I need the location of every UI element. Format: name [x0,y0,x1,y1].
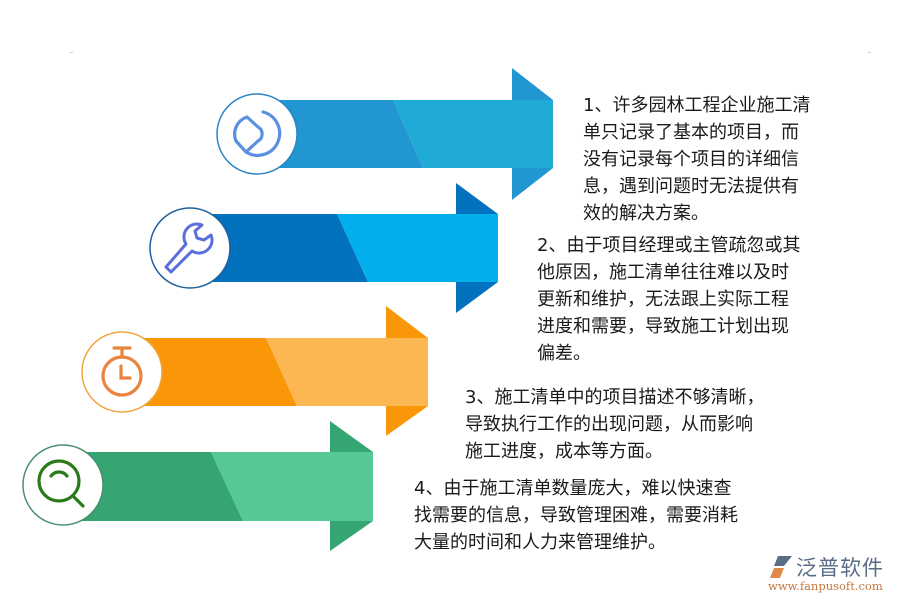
pie-chart-icon [233,110,282,157]
item-2-line: 进度和需要，导致施工计划出现 [537,316,789,337]
watermark-name: 泛普软件 [796,556,884,580]
corner-mark [70,52,73,53]
item-4-line: 找需要的信息，导致管理困难，需要消耗 [414,505,738,526]
watermark-url: www.fanpusoft.com [768,579,883,593]
item-1-line: 息，遇到问题时无法提供有 [583,176,799,197]
item-2-line: 偏差。 [537,343,591,364]
item-2-text: 2、由于项目经理或主管疏忽或其 他原因，施工清单往往难以及时 更新和维护，无法跟… [537,232,857,367]
item-1-text: 1、许多园林工程企业施工清 单只记录了基本的项目，而 没有记录每个项目的详细信 … [583,92,863,227]
item-2-line: 2、由于项目经理或主管疏忽或其 [537,235,801,256]
wrench-icon [164,222,214,274]
arrow-3 [81,306,428,436]
watermark-logo: 泛普软件 www.fanpusoft.com [768,552,898,596]
item-3-line: 导致执行工作的出现问题，从而影响 [465,414,753,435]
corner-mark [868,52,871,53]
item-4-line: 大量的时间和人力来管理维护。 [414,532,666,553]
search-icon [37,459,85,508]
item-1-line: 没有记录每个项目的详细信 [583,149,799,170]
item-4-line: 4、由于施工清单数量庞大，难以快速查 [414,478,732,499]
fanpu-logo-icon [770,556,792,578]
arrow-2 [149,183,498,313]
stopwatch-icon [101,346,143,397]
item-3-line: 3、施工清单中的项目描述不够清晰， [465,387,765,408]
item-1-line: 单只记录了基本的项目，而 [583,122,799,143]
arrow-4 [22,421,373,551]
item-2-line: 更新和维护，无法跟上实际工程 [537,289,789,310]
item-3-line: 施工进度，成本等方面。 [465,441,663,462]
item-3-text: 3、施工清单中的项目描述不够清晰， 导致执行工作的出现问题，从而影响 施工进度，… [465,384,845,465]
item-1-line: 效的解决方案。 [583,203,709,224]
item-4-text: 4、由于施工清单数量庞大，难以快速查 找需要的信息，导致管理困难，需要消耗 大量… [414,475,804,556]
arrow-1 [216,68,553,200]
item-2-line: 他原因，施工清单往往难以及时 [537,262,789,283]
item-1-line: 1、许多园林工程企业施工清 [583,95,811,116]
